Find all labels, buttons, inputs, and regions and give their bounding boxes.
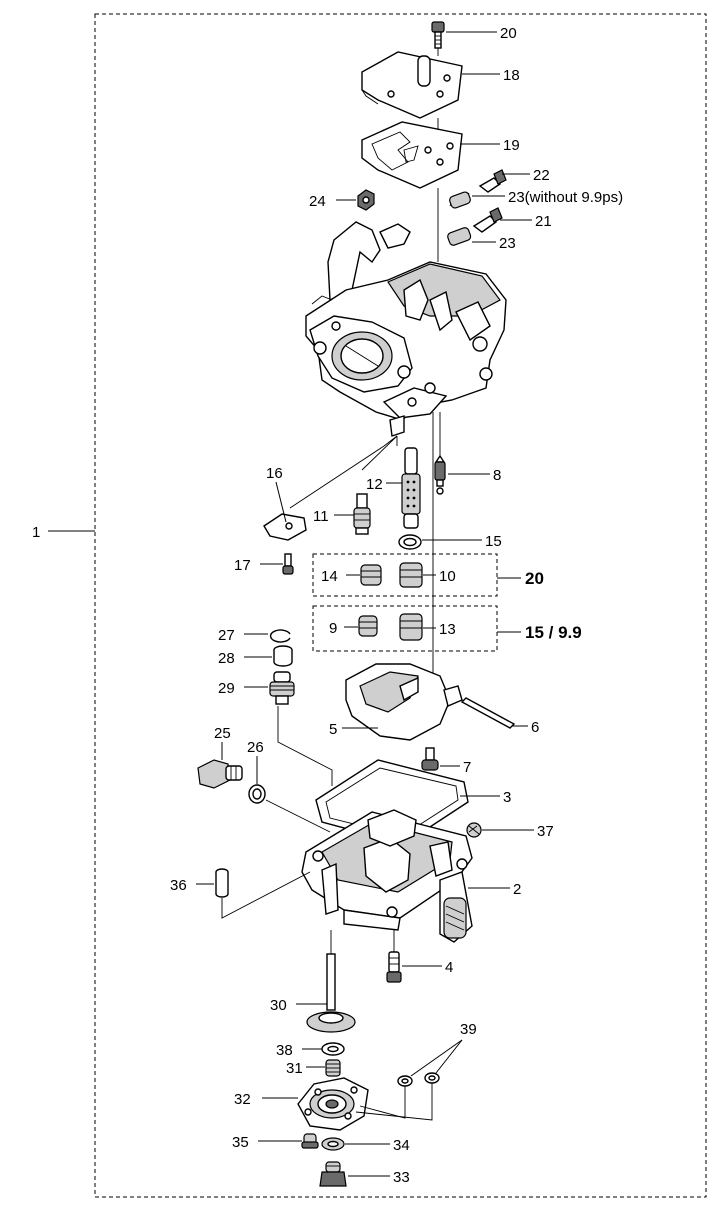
label-6: 6 <box>531 719 539 736</box>
label-28: 28 <box>218 650 235 667</box>
label-29: 29 <box>218 680 235 697</box>
label-2: 2 <box>513 881 521 898</box>
part-12-main-nozzle <box>401 447 421 529</box>
part-6-float-pin <box>460 697 516 729</box>
label-1: 1 <box>32 524 40 541</box>
part-16-bracket <box>263 513 307 541</box>
label-35: 35 <box>232 1134 249 1151</box>
label-7: 7 <box>463 759 471 776</box>
label-16: 16 <box>266 465 283 482</box>
label-13: 13 <box>439 621 456 638</box>
part-30-plunger <box>306 953 356 1033</box>
part-8-needle-valve <box>434 454 446 495</box>
label-38: 38 <box>276 1042 293 1059</box>
part-29-valve <box>269 671 295 705</box>
label-4: 4 <box>445 959 453 976</box>
label-33: 33 <box>393 1169 410 1186</box>
part-17-screw <box>282 553 294 575</box>
part-23-spring-upper <box>449 191 471 209</box>
part-37-filter <box>466 822 482 838</box>
label-30: 30 <box>270 997 287 1014</box>
part-9-jet <box>358 615 378 637</box>
part-11-pilot-jet <box>353 493 371 535</box>
label-23-lower: 23 <box>499 235 516 252</box>
label-8: 8 <box>493 467 501 484</box>
label-37: 37 <box>537 823 554 840</box>
label-32: 32 <box>234 1091 251 1108</box>
label-34: 34 <box>393 1137 410 1154</box>
label-39: 39 <box>460 1021 477 1038</box>
part-4-screw <box>386 951 402 983</box>
label-15: 15 <box>485 533 502 550</box>
label-20: 20 <box>500 25 517 42</box>
label-17: 17 <box>234 557 251 574</box>
part-21-screw <box>472 207 503 233</box>
label-5: 5 <box>329 721 337 738</box>
label-25: 25 <box>214 725 231 742</box>
group-label-20: 20 <box>525 569 544 588</box>
part-24-nut <box>357 189 375 211</box>
label-11: 11 <box>313 508 329 525</box>
label-22: 22 <box>533 167 550 184</box>
part-20-screw <box>431 21 445 49</box>
part-18-cover-plate <box>361 51 463 119</box>
label-21: 21 <box>535 213 552 230</box>
label-18: 18 <box>503 67 520 84</box>
label-24: 24 <box>309 193 326 210</box>
label-23-upper: 23(without 9.9ps) <box>508 189 623 206</box>
label-26: 26 <box>247 739 264 756</box>
part-19-gasket <box>361 121 463 189</box>
label-19: 19 <box>503 137 520 154</box>
label-9: 9 <box>329 620 337 637</box>
part-36-pin <box>215 868 229 898</box>
label-31: 31 <box>286 1060 303 1077</box>
part-13-jet <box>399 613 423 641</box>
part-5-float <box>345 663 463 741</box>
part-27-clip <box>269 629 291 643</box>
label-3: 3 <box>503 789 511 806</box>
part-32-pump-housing <box>297 1077 369 1131</box>
part-7-screw <box>421 747 439 771</box>
part-35-screw <box>301 1133 319 1149</box>
part-14-jet <box>360 564 382 586</box>
label-10: 10 <box>439 568 456 585</box>
part-22-screw <box>478 169 507 193</box>
part-28-cap <box>273 645 293 667</box>
part-31-spring <box>325 1059 341 1077</box>
part-23-spring-lower <box>447 227 472 246</box>
part-33-plug <box>319 1161 347 1187</box>
label-36: 36 <box>170 877 187 894</box>
label-12: 12 <box>366 476 383 493</box>
label-27: 27 <box>218 627 235 644</box>
jet-kit-box-15-9-9 <box>312 605 498 652</box>
group-label-15-9-9: 15 / 9.9 <box>525 623 582 642</box>
assembly-frame <box>94 13 707 1198</box>
part-2-float-bowl <box>301 809 473 943</box>
part-10-jet <box>399 562 423 588</box>
part-25-drain-screw <box>197 759 243 789</box>
carburetor-body <box>305 221 507 437</box>
label-14: 14 <box>321 568 338 585</box>
jet-kit-box-20 <box>312 553 498 597</box>
